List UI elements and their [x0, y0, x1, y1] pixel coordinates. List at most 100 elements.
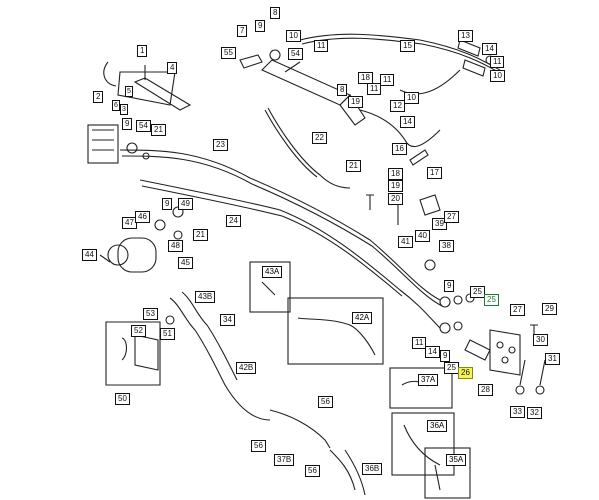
- callout-8[interactable]: 8: [270, 7, 281, 19]
- callout-24[interactable]: 24: [226, 215, 241, 227]
- hose-42b: [169, 297, 271, 421]
- callout-54[interactable]: 54: [288, 48, 303, 60]
- hose-16: [359, 109, 441, 148]
- callout-9-c[interactable]: 9: [162, 198, 173, 210]
- callout-11-c[interactable]: 11: [380, 74, 395, 86]
- bracket-plate: [105, 321, 161, 386]
- callout-10-b[interactable]: 10: [490, 70, 505, 82]
- callout-28[interactable]: 28: [478, 384, 493, 396]
- callout-42b[interactable]: 42B: [236, 362, 257, 374]
- callout-2[interactable]: 2: [93, 91, 104, 103]
- callout-11-b[interactable]: 11: [490, 56, 505, 68]
- callout-8-b[interactable]: 8: [337, 84, 348, 96]
- callout-12[interactable]: 12: [390, 100, 405, 112]
- callout-55[interactable]: 55: [221, 47, 236, 59]
- callout-11-e[interactable]: 11: [412, 337, 427, 349]
- callout-9[interactable]: 9: [255, 20, 266, 32]
- callout-25[interactable]: 25: [470, 286, 485, 298]
- callout-44[interactable]: 44: [82, 249, 97, 261]
- callout-15[interactable]: 15: [400, 40, 415, 52]
- callout-14[interactable]: 14: [482, 43, 497, 55]
- callout-21[interactable]: 21: [151, 124, 166, 136]
- callout-33[interactable]: 33: [510, 406, 525, 418]
- callout-30[interactable]: 30: [533, 334, 548, 346]
- callout-35a[interactable]: 35A: [446, 454, 467, 466]
- callout-34[interactable]: 34: [220, 314, 235, 326]
- callout-38[interactable]: 38: [439, 240, 454, 252]
- callout-1[interactable]: 1: [137, 45, 148, 57]
- callout-22[interactable]: 22: [312, 132, 327, 144]
- callout-10-c[interactable]: 10: [404, 92, 419, 104]
- callout-37b[interactable]: 37B: [274, 454, 295, 466]
- hose-22: [267, 107, 351, 189]
- callout-26-highlighted[interactable]: 26: [458, 367, 473, 379]
- callout-27[interactable]: 27: [444, 211, 459, 223]
- callout-5[interactable]: 5: [125, 86, 133, 97]
- hydraulic-cylinder: [261, 59, 351, 106]
- callout-11-d[interactable]: 11: [367, 83, 382, 95]
- callout-50[interactable]: 50: [115, 393, 130, 405]
- callout-32[interactable]: 32: [527, 407, 542, 419]
- callout-6[interactable]: 6: [112, 100, 120, 111]
- callout-42a[interactable]: 42A: [352, 312, 373, 324]
- callout-25-green[interactable]: 25: [484, 294, 499, 306]
- callout-56[interactable]: 56: [318, 396, 333, 408]
- callout-31[interactable]: 31: [545, 353, 560, 365]
- callout-45[interactable]: 45: [178, 257, 193, 269]
- callout-39[interactable]: 39: [432, 218, 447, 230]
- callout-56-c[interactable]: 56: [305, 465, 320, 477]
- filter-canister: [117, 237, 157, 273]
- callout-14-c[interactable]: 14: [425, 346, 440, 358]
- tube-23: [119, 149, 441, 301]
- callout-40[interactable]: 40: [415, 230, 430, 242]
- callout-29[interactable]: 29: [542, 303, 557, 315]
- callout-56-b[interactable]: 56: [251, 440, 266, 452]
- callout-20[interactable]: 20: [388, 193, 403, 205]
- callout-47[interactable]: 47: [122, 217, 137, 229]
- callout-51[interactable]: 51: [160, 328, 175, 340]
- callout-16[interactable]: 16: [392, 143, 407, 155]
- callout-9-b[interactable]: 9: [122, 118, 133, 130]
- callout-48[interactable]: 48: [168, 240, 183, 252]
- callout-25-c[interactable]: 25: [444, 362, 459, 374]
- mount-plate: [489, 329, 521, 376]
- hose-37b: [269, 409, 331, 449]
- callout-41[interactable]: 41: [398, 236, 413, 248]
- pin: [239, 54, 263, 69]
- callout-17[interactable]: 17: [427, 167, 442, 179]
- callout-54-b[interactable]: 54: [136, 120, 151, 132]
- callout-19[interactable]: 19: [348, 96, 363, 108]
- mount-bracket: [117, 71, 176, 106]
- hose-15: [299, 33, 501, 71]
- valve-26: [464, 339, 491, 361]
- callout-4[interactable]: 4: [167, 62, 178, 74]
- callout-18[interactable]: 18: [358, 72, 373, 84]
- callout-43b[interactable]: 43B: [195, 291, 216, 303]
- callout-21-c[interactable]: 21: [193, 229, 208, 241]
- callout-52[interactable]: 52: [131, 325, 146, 337]
- callout-23[interactable]: 23: [213, 139, 228, 151]
- callout-49[interactable]: 49: [178, 198, 193, 210]
- callout-10[interactable]: 10: [286, 30, 301, 42]
- callout-7[interactable]: 7: [237, 25, 248, 37]
- callout-13[interactable]: 13: [458, 30, 473, 42]
- valve-block: [87, 124, 119, 164]
- callout-36a[interactable]: 36A: [427, 420, 448, 432]
- callout-36b[interactable]: 36B: [362, 463, 383, 475]
- callout-27-b[interactable]: 27: [510, 304, 525, 316]
- callout-21-b[interactable]: 21: [346, 160, 361, 172]
- callout-14-b[interactable]: 14: [400, 116, 415, 128]
- callout-37a[interactable]: 37A: [418, 374, 439, 386]
- callout-9-e[interactable]: 9: [440, 350, 451, 362]
- tube-24: [139, 179, 441, 329]
- callout-3[interactable]: 3: [120, 104, 128, 115]
- callout-19-b[interactable]: 19: [388, 180, 403, 192]
- callout-9-d[interactable]: 9: [444, 280, 455, 292]
- callout-53[interactable]: 53: [143, 308, 158, 320]
- callout-43a[interactable]: 43A: [262, 266, 283, 278]
- callout-46[interactable]: 46: [135, 211, 150, 223]
- callout-18-b[interactable]: 18: [388, 168, 403, 180]
- wire-clip: [103, 61, 117, 87]
- callout-11[interactable]: 11: [314, 40, 329, 52]
